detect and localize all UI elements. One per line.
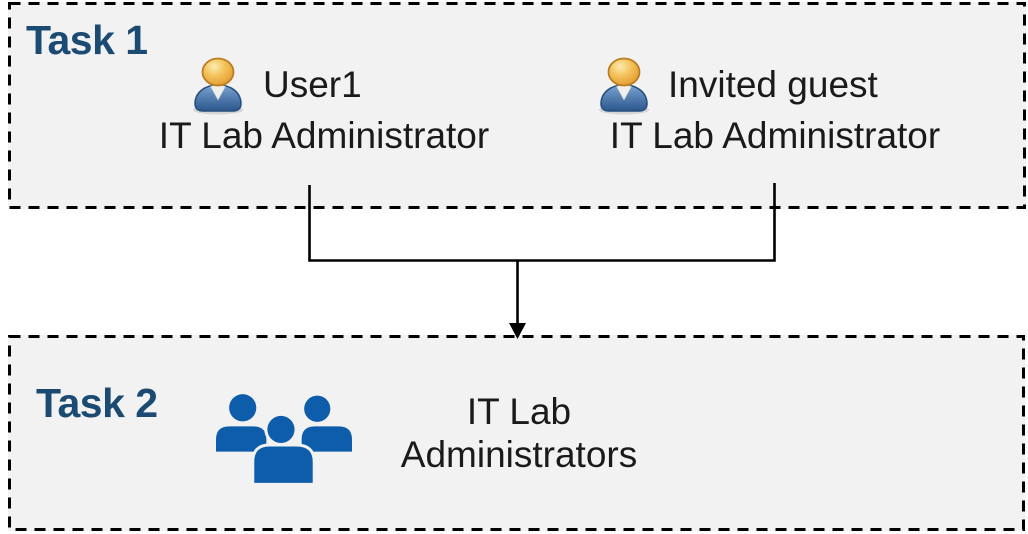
user1-name: User1 (263, 64, 362, 105)
user2-name: Invited guest (668, 64, 878, 105)
task1-box (8, 2, 1026, 209)
task1-label: Task 1 (26, 17, 148, 63)
user2-role: IT Lab Administrator (609, 115, 941, 156)
task2-label: Task 2 (36, 380, 158, 426)
single-user-icon (188, 55, 248, 115)
user1-role: IT Lab Administrator (158, 115, 490, 156)
group-name: IT Lab Administrators (400, 391, 638, 475)
people-group-icon (216, 394, 352, 483)
single-user-icon (594, 55, 654, 115)
